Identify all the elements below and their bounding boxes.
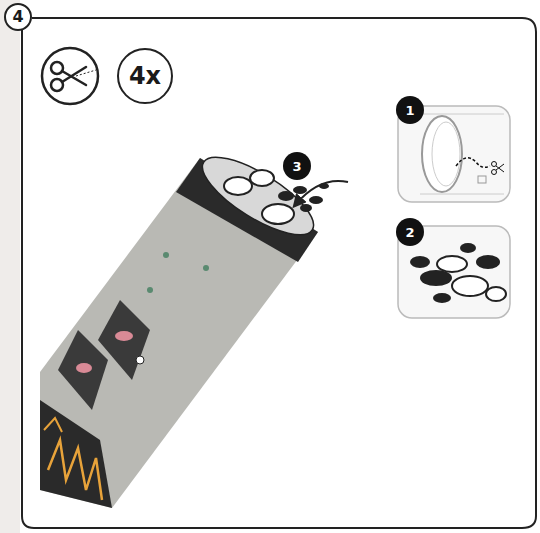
callout-number: 3 xyxy=(283,152,311,180)
node-text: 4x xyxy=(129,64,161,88)
motion-arrow xyxy=(296,181,348,204)
side-strip xyxy=(0,0,20,533)
count-badge: 4x xyxy=(117,48,173,104)
node-text: 4 xyxy=(12,9,23,25)
step-frame xyxy=(22,18,536,528)
scissors-icon xyxy=(42,48,98,104)
school-cone xyxy=(40,143,329,508)
callout-number: 2 xyxy=(396,218,424,246)
step-number: 4 xyxy=(4,3,32,31)
callout-number: 1 xyxy=(396,96,424,124)
